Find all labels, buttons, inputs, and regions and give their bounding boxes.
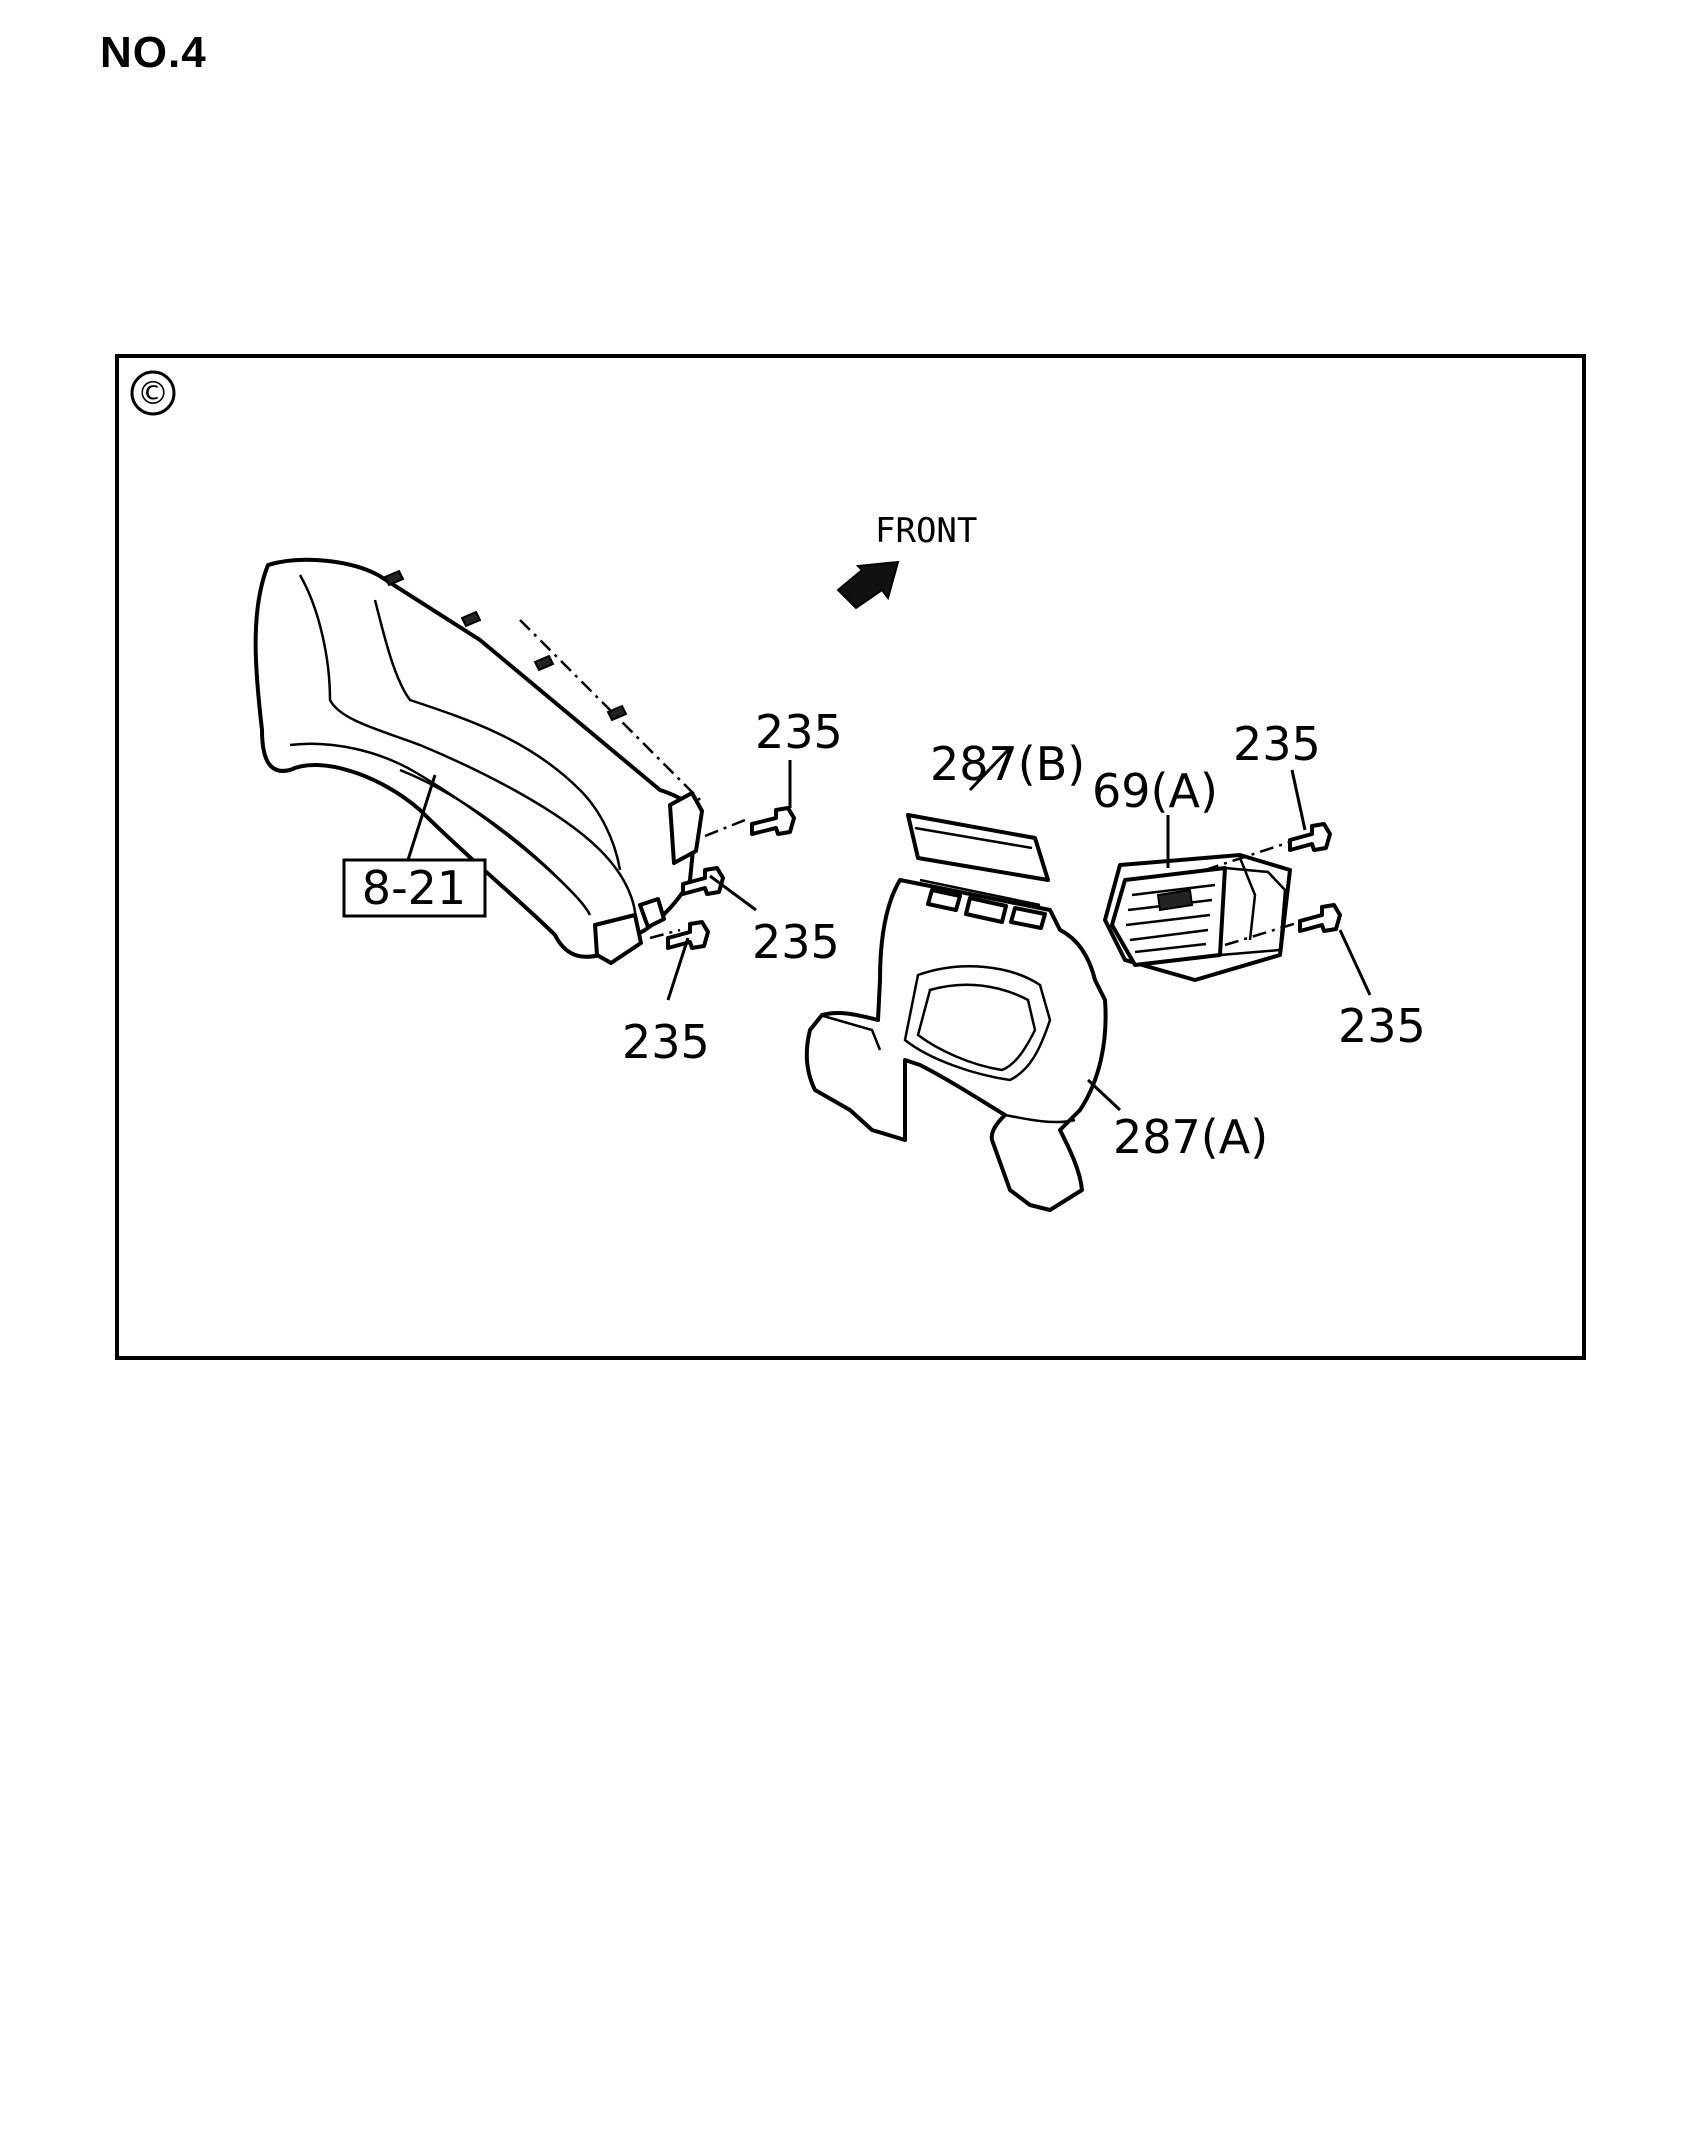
callout-287a: 287(A) xyxy=(1113,1110,1268,1164)
section-marker-text: © xyxy=(137,374,169,412)
front-label: FRONT xyxy=(875,511,977,551)
callout-235: 235 xyxy=(1233,717,1321,771)
screw-icon xyxy=(1288,822,1332,852)
callout-235: 235 xyxy=(1338,999,1426,1053)
screw-icon xyxy=(750,806,796,836)
page-title: NO.4 xyxy=(100,28,207,77)
callout-235: 235 xyxy=(622,1015,710,1069)
callout-235: 235 xyxy=(755,705,843,759)
section-marker: © xyxy=(130,370,176,416)
callout-235: 235 xyxy=(752,915,840,969)
callout-8-21: 8-21 xyxy=(362,861,466,915)
callout-69a: 69(A) xyxy=(1092,764,1218,818)
cluster-hood-part xyxy=(253,557,746,965)
callout-box xyxy=(342,858,487,918)
center-panel-part xyxy=(804,878,1108,1212)
diagram-frame xyxy=(115,354,1586,1360)
leader-lines xyxy=(406,748,1372,1112)
callout-287b: 287(B) xyxy=(930,737,1085,791)
front-arrow-icon xyxy=(836,560,900,610)
bezel-strip-part xyxy=(906,813,1050,882)
screw-icon xyxy=(1298,903,1342,933)
air-vent-part xyxy=(1103,840,1301,982)
screw-icon xyxy=(666,920,710,950)
